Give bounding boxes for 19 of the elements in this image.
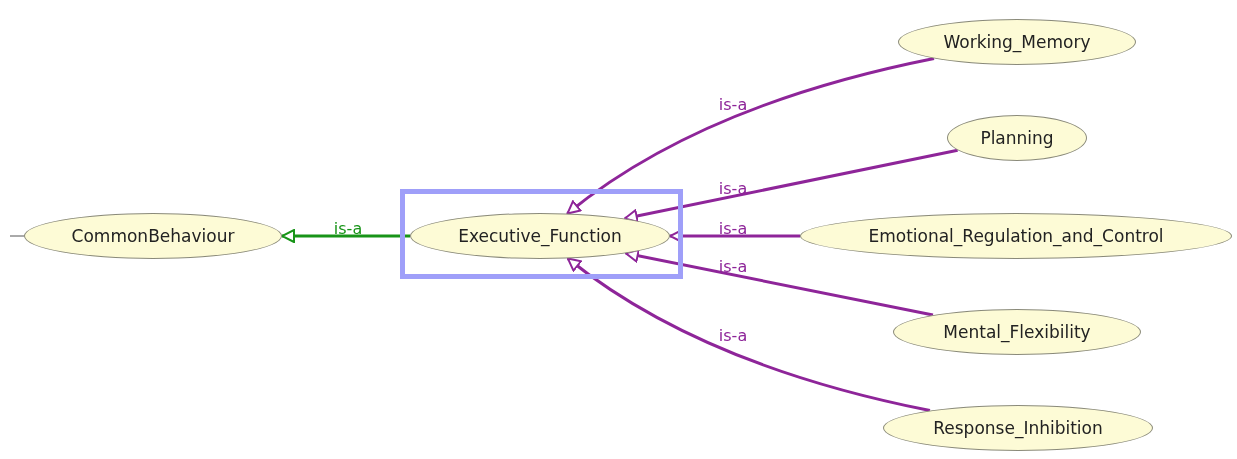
edge-label: is-a — [718, 325, 748, 345]
edge-label: is-a — [718, 178, 748, 198]
node-label: Executive_Function — [458, 226, 622, 246]
edge-label: is-a — [718, 94, 748, 114]
arrow — [281, 229, 410, 243]
node-label: Emotional_Regulation_and_Control — [868, 226, 1164, 246]
node-label: Working_Memory — [943, 32, 1091, 52]
arrow — [566, 57, 935, 215]
edge-label: is-a — [718, 256, 748, 276]
node-label: Response_Inhibition — [933, 418, 1103, 438]
connector-line — [9, 235, 25, 237]
edge-label: is-a — [333, 218, 363, 238]
node-label: Mental_Flexibility — [943, 322, 1091, 342]
node-label: CommonBehaviour — [71, 226, 235, 246]
arrow — [669, 229, 800, 243]
arrow — [566, 257, 931, 413]
arrow — [624, 248, 934, 317]
edge-label: is-a — [718, 218, 748, 238]
node-label: Planning — [980, 128, 1054, 148]
